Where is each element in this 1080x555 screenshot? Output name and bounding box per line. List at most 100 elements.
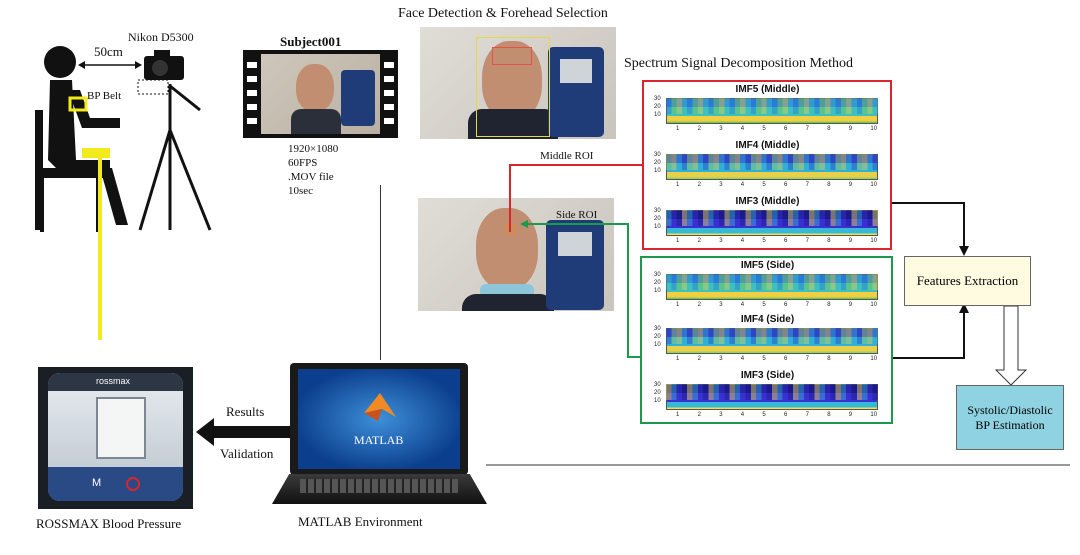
device-m-button: M: [92, 477, 102, 489]
spectrogram-image: [666, 384, 878, 410]
spectrogram-x-tick: 8: [827, 356, 831, 362]
laptop-keyboard: [272, 474, 487, 504]
spectrogram-y-tick: 20: [654, 390, 661, 396]
spectrogram-x-tick: 2: [697, 182, 701, 188]
spectrogram-x-tick: 4: [740, 302, 745, 308]
bp-estimation-box: Systolic/Diastolic BP Estimation: [956, 385, 1064, 450]
person-head-icon: [44, 46, 76, 78]
spectrogram-x-tick: 9: [848, 356, 853, 362]
face-detection-box: [476, 37, 550, 137]
video-spec-fps: 60FPS: [288, 157, 318, 169]
spectrogram-x-tick: 2: [697, 238, 701, 244]
side-roi-marker: [506, 224, 516, 234]
subject-label: Subject001: [280, 34, 342, 49]
spectrogram-x-tick: 3: [719, 356, 723, 362]
spectrogram-x-tick: 10: [870, 182, 878, 188]
features-extraction-label: Features Extraction: [916, 273, 1019, 288]
spectrogram-x-tick: 7: [805, 238, 809, 244]
middle-roi-group: [642, 80, 892, 250]
spectrogram-x-tick: 4: [740, 238, 745, 244]
spectrogram-y-tick: 10: [654, 398, 661, 404]
spectrogram-x-tick: 4: [740, 356, 745, 362]
measurement-setup-illustration: [35, 46, 212, 340]
spectrogram-x-tick: 9: [848, 126, 853, 132]
bp-device-photo: rossmax M: [38, 367, 193, 509]
spectrogram-x-tick: 10: [870, 302, 878, 308]
spectrogram-x-tick: 3: [719, 126, 723, 132]
spectrogram-x-tick: 2: [697, 356, 701, 362]
laptop-caption: MATLAB Environment: [298, 514, 423, 529]
matlab-logo-icon: [364, 393, 396, 421]
spectrogram-y-tick: 10: [654, 288, 661, 294]
tripod-icon: [138, 84, 212, 231]
features-extraction-box: Features Extraction: [904, 256, 1031, 306]
spectrogram-x-tick: 4: [740, 182, 745, 188]
camera-icon: [137, 50, 184, 95]
spectrogram-image: [666, 328, 878, 354]
spectrogram-x-tick: 6: [784, 238, 788, 244]
laptop-screen-frame: MATLAB: [290, 363, 468, 475]
spectrogram-x-tick: 3: [719, 238, 723, 244]
spectrogram-x-tick: 7: [805, 356, 809, 362]
bp-belt-icon: [68, 96, 88, 112]
matlab-screen: MATLAB: [298, 369, 460, 469]
spectrogram-x-tick: 3: [719, 182, 723, 188]
spectrogram-x-tick: 6: [784, 182, 788, 188]
spectrogram-x-tick: 7: [805, 182, 809, 188]
spectrogram-x-tick: 2: [697, 302, 701, 308]
spectrogram-x-tick: 7: [805, 412, 809, 418]
middle-roi-label: Middle ROI: [540, 150, 594, 162]
spectrogram-x-tick: 6: [784, 126, 788, 132]
spectrogram-x-tick: 2: [697, 126, 701, 132]
bp-estimation-label-line1: Systolic/Diastolic: [967, 402, 1053, 417]
device-screen: [96, 397, 146, 459]
results-validation-arrow: [196, 418, 292, 446]
spectrogram-y-tick: 20: [654, 160, 661, 166]
spectrogram-image: [666, 98, 878, 124]
side-to-features-arrow: [892, 312, 965, 359]
side-roi-label: Side ROI: [556, 209, 598, 221]
spectrogram-x-tick: 10: [870, 412, 878, 418]
spectrogram-y-tick: 20: [654, 334, 661, 340]
middle-to-features-arrow: [892, 202, 965, 248]
video-frame-image: [261, 54, 380, 134]
device-power-icon: [126, 477, 140, 491]
spectrogram-x-tick: 8: [827, 302, 831, 308]
spectrogram-image: [666, 154, 878, 180]
spectrogram-title: IMF4 (Middle): [735, 140, 800, 151]
spectrogram-x-tick: 5: [762, 302, 766, 308]
spectrogram-x-tick: 4: [740, 126, 745, 132]
detection-title: Face Detection & Forehead Selection: [398, 6, 608, 21]
spectrogram-y-tick: 20: [654, 280, 661, 286]
spectrogram-x-tick: 9: [848, 302, 853, 308]
spectrogram-y-tick: 30: [654, 326, 661, 332]
camera-label: Nikon D5300: [128, 30, 194, 44]
validation-label: Validation: [220, 446, 274, 461]
distance-label: 50cm: [94, 44, 123, 59]
spectrogram-title: IMF5 (Side): [740, 260, 795, 271]
spectrogram-x-tick: 3: [719, 412, 723, 418]
matlab-logo-text: MATLAB: [354, 433, 404, 447]
face-detection-photo: [420, 27, 616, 139]
results-label: Results: [226, 404, 265, 419]
spectrogram-title: IMF3 (Side): [740, 370, 795, 381]
spectrogram-y-tick: 20: [654, 216, 661, 222]
forehead-roi-box: [492, 47, 532, 65]
spectrogram-x-tick: 10: [870, 238, 878, 244]
belt-label: BP Belt: [87, 90, 122, 102]
spectrogram-x-tick: 8: [827, 182, 831, 188]
spectrogram-y-tick: 30: [654, 208, 661, 214]
decomposition-title: Spectrum Signal Decomposition Method: [624, 56, 854, 71]
spectrogram-image: [666, 210, 878, 236]
device-brand: rossmax: [96, 376, 131, 386]
spectrogram-x-tick: 6: [784, 302, 788, 308]
spectrogram-x-tick: 5: [762, 356, 766, 362]
spectrogram-x-tick: 1: [676, 126, 680, 132]
video-spec-format: .MOV file: [288, 171, 334, 183]
spectrogram-x-tick: 5: [762, 412, 766, 418]
spectrogram-y-tick: 30: [654, 152, 661, 158]
